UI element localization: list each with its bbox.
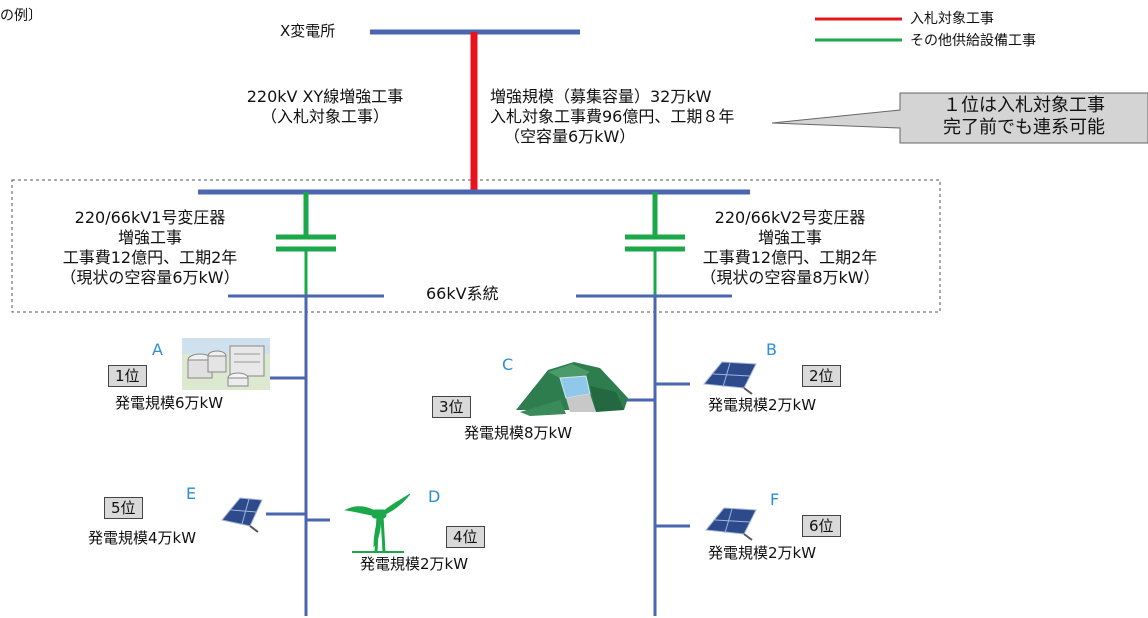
main-line-detail-2: 入札対象工事費96億円、工期８年 [490, 107, 735, 126]
callout-bubble [771, 92, 1148, 144]
generator-f-capacity: 発電規模2万kW [708, 544, 817, 562]
main-line-name: 220kV XY線増強工事 （入札対象工事） [190, 87, 460, 127]
generator-c-capacity: 発電規模8万kW [464, 424, 573, 442]
thermal-plant-icon [182, 338, 270, 390]
generator-c-letter: C [502, 355, 514, 374]
generator-a-letter: A [152, 340, 163, 359]
legend-label-other: その他供給設備工事 [910, 33, 1036, 49]
main-line-detail-1: 増強規模（募集容量）32万kW [490, 87, 712, 106]
generator-e-capacity: 発電規模4万kW [88, 529, 197, 547]
main-line-details: 増強規模（募集容量）32万kW 入札対象工事費96億円、工期８年 （空容量6万k… [490, 87, 734, 147]
transformer2-line-4: （現状の空容量8万kW） [700, 268, 880, 287]
hydro-dam-icon [516, 362, 628, 416]
solar-panel-icon [705, 507, 757, 541]
transformer1-line-1: 220/66kV1号変圧器 [74, 208, 226, 227]
generator-f-letter: F [770, 490, 780, 509]
generator-e-letter: E [186, 484, 197, 503]
transformer2-line-3: 工事費12億円、工期2年 [702, 248, 878, 267]
legend-label-tender: 入札対象工事 [910, 11, 994, 27]
substation-label: X変電所 [280, 22, 336, 40]
main-line-name-1: 220kV XY線増強工事 [246, 87, 404, 106]
generator-d-capacity: 発電規模2万kW [360, 555, 469, 573]
legend-item-other: その他供給設備工事 [910, 30, 1036, 50]
transformer1-label: 220/66kV1号変圧器 増強工事 工事費12億円、工期2年 （現状の空容量6… [20, 208, 280, 288]
corner-caption: の例〕 [0, 8, 42, 24]
system-label: 66kV系統 [426, 284, 499, 303]
generator-b-letter: B [766, 340, 777, 359]
main-line-name-2: （入札対象工事） [260, 107, 389, 126]
transformer2-label: 220/66kV2号変圧器 増強工事 工事費12億円、工期2年 （現状の空容量8… [660, 208, 920, 288]
solar-panel-icon [703, 361, 757, 395]
callout-line-1: １位は入札対象工事 [943, 95, 1105, 116]
callout-line-2: 完了前でも連系可能 [943, 117, 1105, 138]
solar-panel-icon [221, 497, 263, 533]
generator-b-rank: 2位 [802, 365, 841, 387]
generator-d-letter: D [428, 487, 441, 506]
legend-item-tender: 入札対象工事 [910, 8, 994, 28]
main-line-detail-3: （空容量6万kW） [504, 127, 636, 146]
generator-a-rank: 1位 [108, 365, 147, 387]
transformer2-line-2: 増強工事 [757, 228, 822, 247]
transformer2-line-1: 220/66kV2号変圧器 [714, 208, 866, 227]
callout-text: １位は入札対象工事 完了前でも連系可能 [900, 95, 1148, 139]
transformer1-line-2: 増強工事 [117, 228, 182, 247]
generator-b-capacity: 発電規模2万kW [708, 396, 817, 414]
generator-a-capacity: 発電規模6万kW [115, 394, 224, 412]
generator-f-rank: 6位 [802, 515, 841, 537]
transformer1-line-3: 工事費12億円、工期2年 [62, 248, 238, 267]
transformer1-line-4: （現状の空容量6万kW） [60, 268, 240, 287]
wind-turbine-icon [344, 493, 411, 553]
generator-e-rank: 5位 [104, 497, 143, 519]
generator-c-rank: 3位 [432, 396, 471, 418]
generator-d-rank: 4位 [446, 526, 485, 548]
